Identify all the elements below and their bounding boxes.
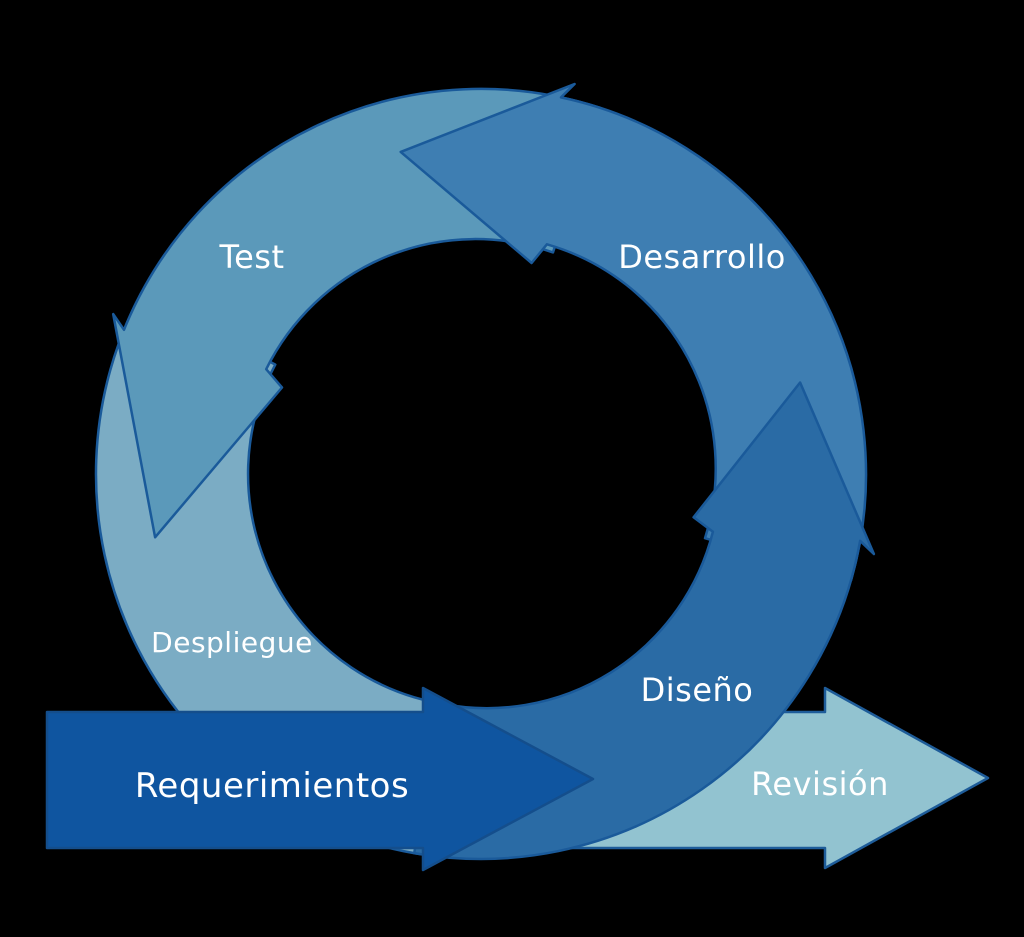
label-revision: Revisión (751, 765, 889, 803)
input-arrow-requerimientos (45, 686, 595, 872)
label-diseno: Diseño (641, 671, 754, 709)
label-despliegue: Despliegue (151, 626, 313, 659)
segment-diseno-arrow (412, 381, 876, 861)
label-requerimientos: Requerimientos (135, 766, 409, 806)
label-test: Test (218, 238, 284, 276)
label-desarrollo: Desarrollo (618, 238, 786, 276)
